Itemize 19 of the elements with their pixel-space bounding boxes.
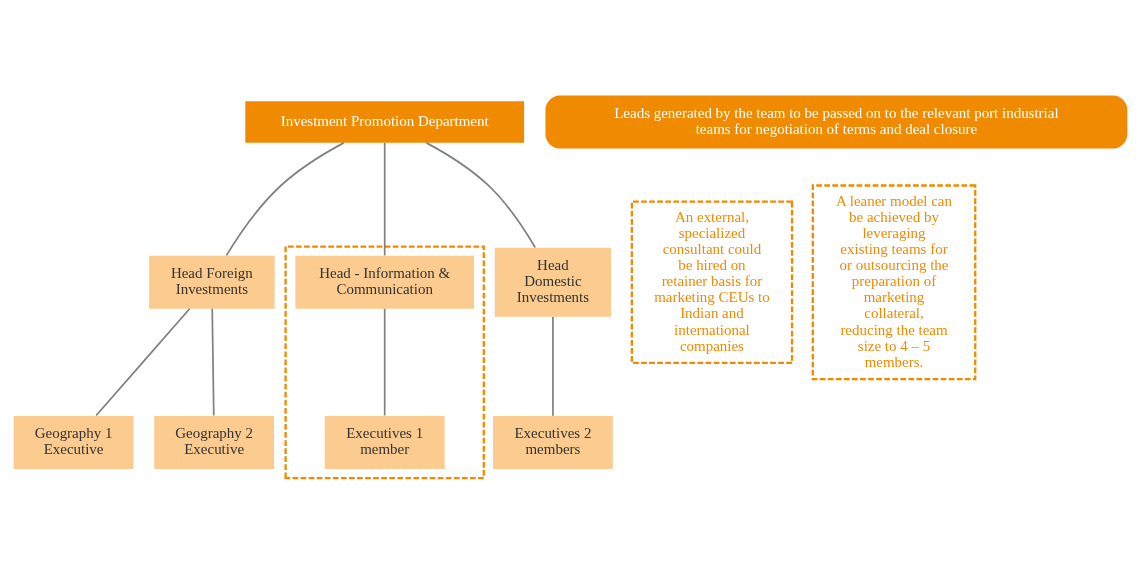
node-box: An external, specialized consultant could be hired on retainer basis for marketing CEUs to Indian and international companies <box>630 199 794 364</box>
node-box: Executives 1 member <box>324 415 445 469</box>
node-box: A leaner model can be achieved by leveraging existing teams for or outsourcing the preparation of marketing collateral, reducing the team size to 4 – 5 members. <box>811 183 977 380</box>
node-box: Executives 2 members <box>493 415 613 469</box>
node-box: Geography 1 Executive <box>13 415 134 469</box>
node-box: Head Foreign Investments <box>149 255 275 309</box>
node-box: Head - Information & Communication <box>295 255 474 309</box>
node-box: Head Domestic Investments <box>494 247 612 317</box>
connector <box>383 141 386 256</box>
connector <box>211 307 215 416</box>
connector <box>383 307 386 416</box>
connector <box>225 141 345 256</box>
cluster <box>284 244 485 479</box>
node-box: Leads generated by the team to be passed on to the relevant port industrial teams for negotiation of terms and deal closure <box>545 95 1128 149</box>
connector <box>552 315 554 417</box>
node-box: Geography 2 Executive <box>154 415 275 469</box>
node-box: Investment Promotion Department <box>245 100 525 143</box>
connector <box>425 141 536 248</box>
connector <box>95 307 191 416</box>
